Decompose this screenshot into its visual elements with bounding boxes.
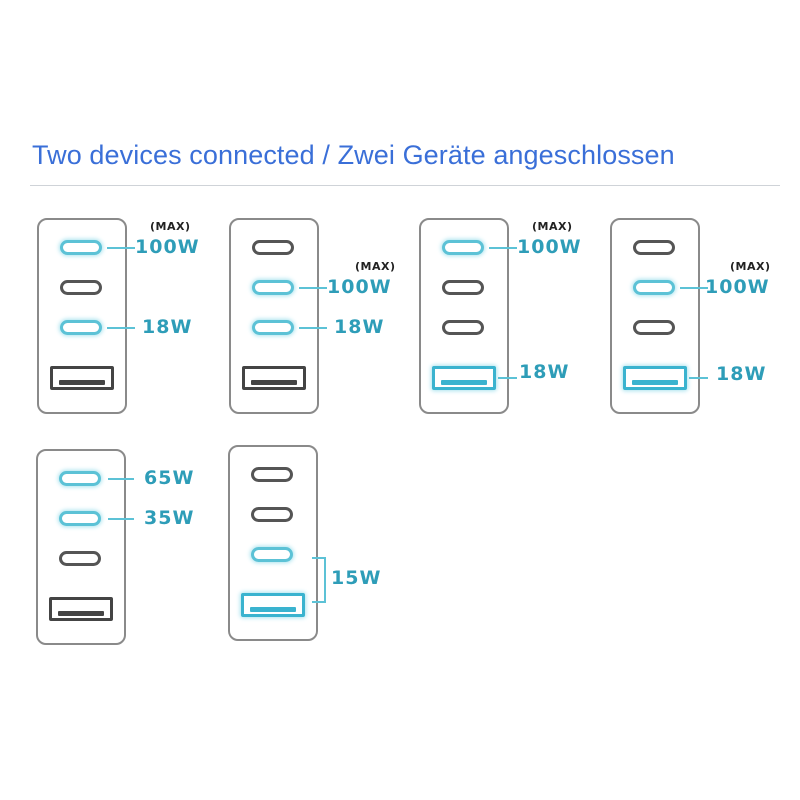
usb-c-port xyxy=(59,471,101,486)
max-tag: (MAX) xyxy=(355,260,396,273)
output-wattage-label: 15W xyxy=(331,567,382,589)
usb-a-port xyxy=(241,593,305,617)
usb-c-port xyxy=(252,280,294,295)
usb-c-port xyxy=(60,320,102,335)
output-wattage-label: 18W xyxy=(519,361,570,383)
title-divider xyxy=(30,185,780,186)
output-wattage-label: 100W xyxy=(135,236,200,258)
usb-c-port xyxy=(251,507,293,522)
usb-a-port xyxy=(623,366,687,390)
output-wattage-label: 35W xyxy=(144,507,195,529)
output-wattage-label: 18W xyxy=(334,316,385,338)
leader-line xyxy=(489,247,517,249)
output-wattage-label: 65W xyxy=(144,467,195,489)
output-wattage-label: 18W xyxy=(142,316,193,338)
page-title: Two devices connected / Zwei Geräte ange… xyxy=(32,140,675,170)
leader-line xyxy=(299,287,327,289)
usb-a-port xyxy=(49,597,113,621)
leader-line xyxy=(108,518,134,520)
usb-c-port xyxy=(633,240,675,255)
leader-line xyxy=(108,478,134,480)
usb-c-port xyxy=(252,240,294,255)
usb-a-port xyxy=(432,366,496,390)
leader-line xyxy=(680,287,708,289)
usb-a-port xyxy=(242,366,306,390)
output-wattage-label: 100W xyxy=(517,236,582,258)
usb-c-port xyxy=(60,280,102,295)
usb-c-port xyxy=(442,320,484,335)
usb-c-port xyxy=(251,547,293,562)
output-wattage-label: 18W xyxy=(716,363,767,385)
usb-c-port xyxy=(633,320,675,335)
usb-c-port xyxy=(59,551,101,566)
usb-c-port xyxy=(252,320,294,335)
leader-line xyxy=(107,247,135,249)
leader-line xyxy=(498,377,517,379)
usb-c-port xyxy=(633,280,675,295)
shared-output-bracket xyxy=(312,557,326,603)
leader-line xyxy=(107,327,135,329)
max-tag: (MAX) xyxy=(150,220,191,233)
usb-c-port xyxy=(442,280,484,295)
max-tag: (MAX) xyxy=(532,220,573,233)
output-wattage-label: 100W xyxy=(327,276,392,298)
usb-c-port xyxy=(60,240,102,255)
max-tag: (MAX) xyxy=(730,260,771,273)
leader-line xyxy=(689,377,708,379)
leader-line xyxy=(299,327,327,329)
output-wattage-label: 100W xyxy=(705,276,770,298)
usb-a-port xyxy=(50,366,114,390)
usb-c-port xyxy=(442,240,484,255)
usb-c-port xyxy=(59,511,101,526)
usb-c-port xyxy=(251,467,293,482)
